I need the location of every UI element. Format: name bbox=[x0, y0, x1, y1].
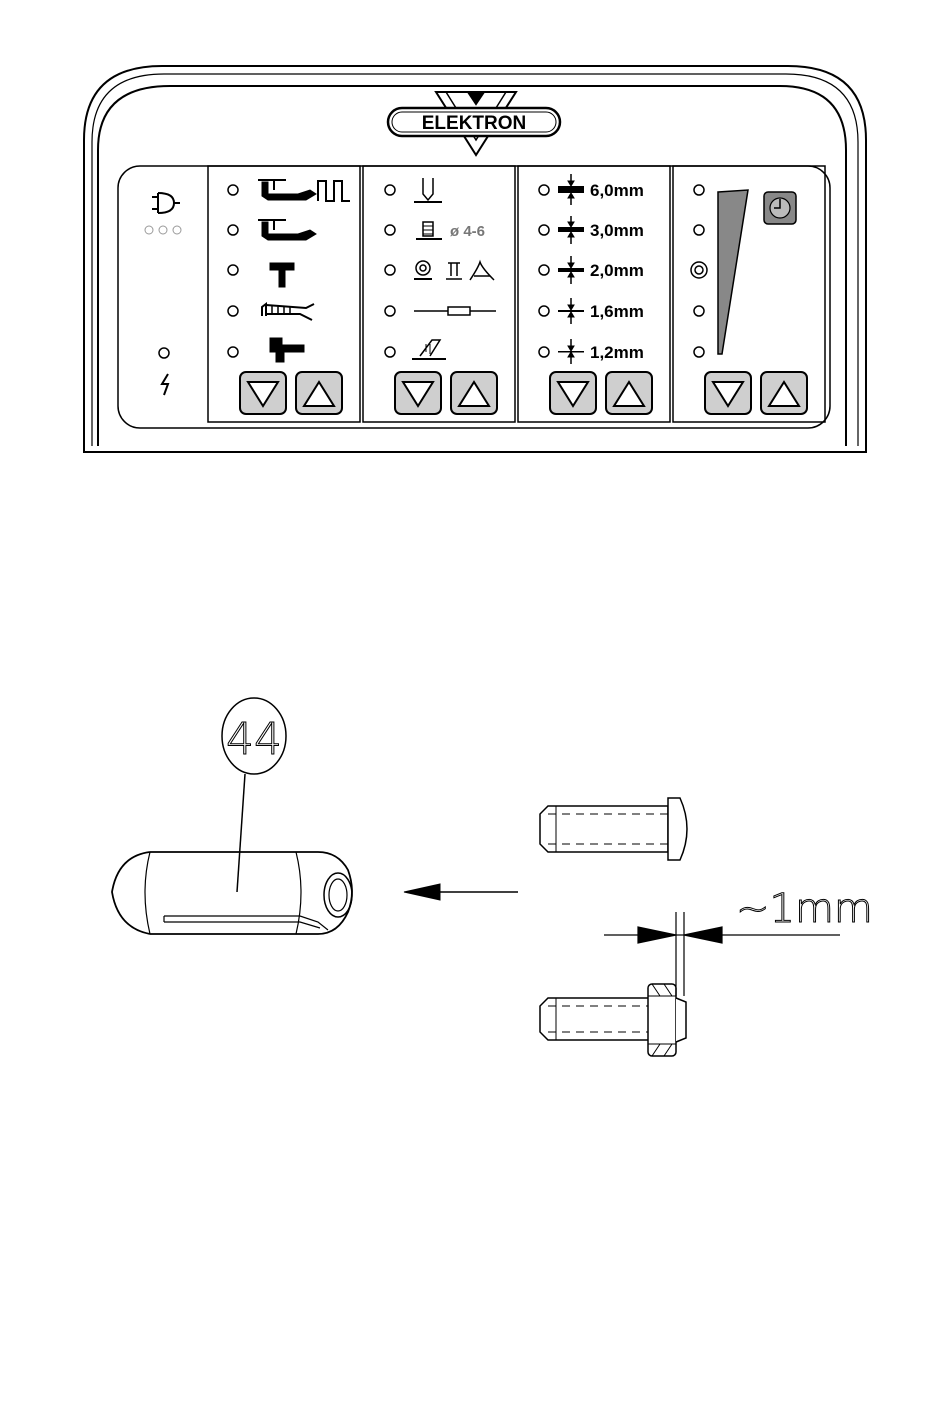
insertion-arrow-head bbox=[404, 884, 440, 900]
leader-line bbox=[237, 774, 245, 892]
force-led-active bbox=[691, 262, 707, 278]
thickness-leds bbox=[539, 185, 549, 357]
round-head-bolt bbox=[540, 798, 687, 860]
force-up-button[interactable] bbox=[761, 372, 807, 414]
thickness-marker-1-2mm bbox=[558, 339, 584, 364]
thickness-label-4: 1,6mm bbox=[590, 302, 644, 321]
fault-led bbox=[159, 348, 169, 358]
plug-icon bbox=[152, 193, 180, 213]
elektron-logo: ELEKTRON bbox=[388, 92, 560, 155]
thickness-marker-3mm bbox=[558, 216, 584, 244]
rivet-type-leds bbox=[385, 185, 395, 357]
hex-head-bolt bbox=[540, 984, 686, 1056]
rivet-type-up-button[interactable] bbox=[451, 372, 497, 414]
rivet-variants-icon bbox=[414, 261, 494, 280]
t-tool-icon bbox=[270, 263, 294, 287]
rivet-type-down-button[interactable] bbox=[395, 372, 441, 414]
riveter-icon bbox=[258, 220, 316, 240]
brand-name: ELEKTRON bbox=[422, 113, 527, 134]
riveter-pulse-icon bbox=[258, 180, 350, 201]
thickness-marker-1-6mm bbox=[558, 298, 584, 324]
mode-leds bbox=[228, 185, 238, 357]
force-wedge bbox=[718, 190, 748, 354]
force-down-button[interactable] bbox=[705, 372, 751, 414]
thickness-up-button[interactable] bbox=[606, 372, 652, 414]
timer-button[interactable] bbox=[764, 192, 796, 224]
mode-up-button[interactable] bbox=[296, 372, 342, 414]
thickness-label-2: 3,0mm bbox=[590, 221, 644, 240]
hand-tool-icon bbox=[262, 304, 314, 320]
part-number-label: 44 bbox=[226, 714, 282, 765]
thickness-marker-6mm bbox=[558, 174, 584, 205]
gap-label: ~1mm bbox=[736, 886, 873, 932]
thickness-label-1: 6,0mm bbox=[590, 181, 644, 200]
rivet-top-icon bbox=[414, 178, 442, 202]
thickness-marker-2mm bbox=[558, 256, 584, 284]
rivet-size-label: ø 4-6 bbox=[450, 223, 485, 240]
blind-rivet-icon bbox=[412, 340, 446, 359]
mode-down-button[interactable] bbox=[240, 372, 286, 414]
lightning-icon bbox=[162, 374, 168, 395]
pistol-tool-icon bbox=[270, 338, 304, 362]
thickness-label-5: 1,2mm bbox=[590, 343, 644, 362]
long-rivet-icon bbox=[414, 307, 496, 315]
threaded-rivet-icon bbox=[416, 222, 442, 239]
sleeve-part bbox=[112, 852, 352, 934]
status-dots bbox=[145, 226, 181, 234]
thickness-label-3: 2,0mm bbox=[590, 261, 644, 280]
thickness-down-button[interactable] bbox=[550, 372, 596, 414]
